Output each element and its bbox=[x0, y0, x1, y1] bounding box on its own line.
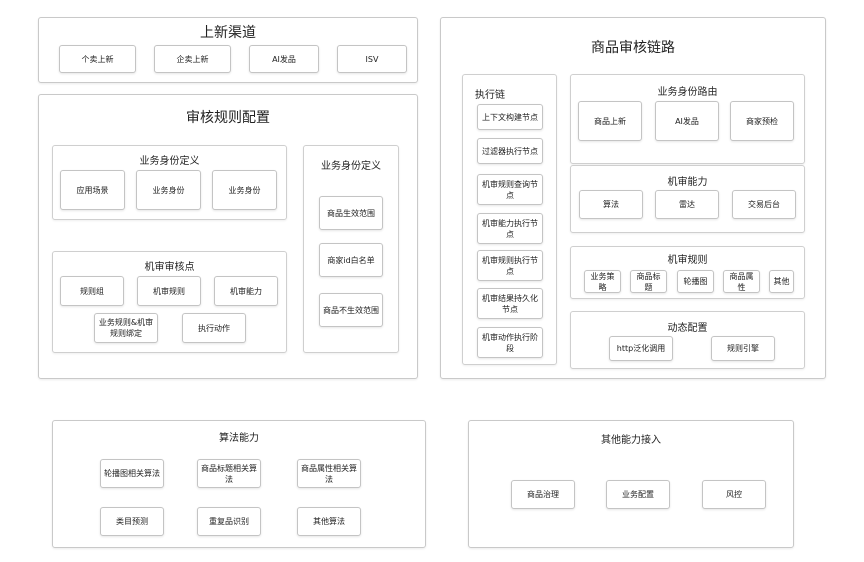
identity-business-identity[interactable]: 业务身份 bbox=[136, 170, 201, 210]
audit-point-audit-capability[interactable]: 机审能力 bbox=[214, 276, 278, 306]
audit-point-rule-binding[interactable]: 业务规则&机审规则绑定 bbox=[94, 313, 158, 343]
identity-def-right-group: 业务身份定义 商品生效范围 商家id白名单 商品不生效范围 bbox=[303, 145, 399, 353]
identity-def-right-title: 业务身份定义 bbox=[321, 161, 381, 172]
audit-points-title: 机审审核点 bbox=[144, 262, 195, 273]
capability-trade-backend[interactable]: 交易后台 bbox=[732, 190, 796, 219]
rules-config-panel: 审核规则配置 业务身份定义 应用场景 业务身份 业务身份 机审审核点 规则组 机… bbox=[38, 94, 418, 379]
audit-point-exec-action[interactable]: 执行动作 bbox=[182, 313, 246, 343]
route-goods-listing[interactable]: 商品上新 bbox=[578, 101, 642, 141]
exec-chain-group: 执行链 上下文构建节点 过滤器执行节点 机审规则查询节点 机审能力执行节点 机审… bbox=[462, 74, 557, 365]
exec-chain-title: 执行链 bbox=[475, 90, 505, 101]
audit-point-audit-rule[interactable]: 机审规则 bbox=[137, 276, 201, 306]
exec-node-rule-query[interactable]: 机审规则查询节点 bbox=[477, 174, 543, 205]
other-risk-control[interactable]: 风控 bbox=[702, 480, 766, 509]
route-ai-listing[interactable]: AI发品 bbox=[655, 101, 719, 141]
audit-chain-panel: 商品审核链路 执行链 上下文构建节点 过滤器执行节点 机审规则查询节点 机审能力… bbox=[440, 17, 826, 379]
dynamic-http-call[interactable]: http泛化调用 bbox=[609, 336, 673, 361]
routing-title: 业务身份路由 bbox=[657, 87, 718, 98]
dynamic-config-title: 动态配置 bbox=[667, 323, 708, 334]
exec-node-filter[interactable]: 过滤器执行节点 bbox=[477, 138, 543, 164]
other-capabilities-panel: 其他能力接入 商品治理 业务配置 风控 bbox=[468, 420, 794, 548]
scope-merchant-whitelist[interactable]: 商家id白名单 bbox=[319, 243, 383, 277]
audit-point-rule-group[interactable]: 规则组 bbox=[60, 276, 124, 306]
dynamic-config-group: 动态配置 http泛化调用 规则引擎 bbox=[570, 311, 805, 369]
capability-group: 机审能力 算法 雷达 交易后台 bbox=[570, 165, 805, 233]
rules-title: 机审规则 bbox=[667, 255, 708, 266]
other-business-config[interactable]: 业务配置 bbox=[606, 480, 670, 509]
other-goods-governance[interactable]: 商品治理 bbox=[511, 480, 575, 509]
scope-ineffective-goods[interactable]: 商品不生效范围 bbox=[319, 293, 383, 327]
capability-algorithm[interactable]: 算法 bbox=[579, 190, 643, 219]
scope-effective-goods[interactable]: 商品生效范围 bbox=[319, 196, 383, 230]
exec-node-rule-exec[interactable]: 机审规则执行节点 bbox=[477, 250, 543, 281]
rules-group: 机审规则 业务策略 商品标题 轮播图 商品属性 其他 bbox=[570, 246, 805, 299]
rule-business-strategy[interactable]: 业务策略 bbox=[584, 270, 621, 293]
algo-other[interactable]: 其他算法 bbox=[297, 507, 361, 536]
route-merchant-precheck[interactable]: 商家预检 bbox=[730, 101, 794, 141]
algorithms-panel: 算法能力 轮播图相关算法 商品标题相关算法 商品属性相关算法 类目预测 重复品识… bbox=[52, 420, 426, 548]
exec-node-result-persist[interactable]: 机审结果持久化节点 bbox=[477, 288, 543, 319]
identity-application-scene[interactable]: 应用场景 bbox=[60, 170, 125, 210]
exec-node-context-build[interactable]: 上下文构建节点 bbox=[477, 104, 543, 130]
audit-chain-title: 商品审核链路 bbox=[591, 40, 675, 56]
rule-other[interactable]: 其他 bbox=[769, 270, 794, 293]
channel-ai-listing[interactable]: AI发品 bbox=[249, 45, 319, 73]
channel-personal-listing[interactable]: 个卖上新 bbox=[59, 45, 136, 73]
rule-carousel[interactable]: 轮播图 bbox=[677, 270, 714, 293]
algo-goods-title[interactable]: 商品标题相关算法 bbox=[197, 459, 261, 488]
channels-panel: 上新渠道 个卖上新 企卖上新 AI发品 ISV bbox=[38, 17, 418, 83]
identity-business-identity-2[interactable]: 业务身份 bbox=[212, 170, 277, 210]
rule-goods-title[interactable]: 商品标题 bbox=[630, 270, 667, 293]
algorithms-title: 算法能力 bbox=[219, 433, 259, 444]
algo-carousel[interactable]: 轮播图相关算法 bbox=[100, 459, 164, 488]
capability-title: 机审能力 bbox=[667, 177, 708, 188]
exec-node-capability-exec[interactable]: 机审能力执行节点 bbox=[477, 213, 543, 244]
routing-group: 业务身份路由 商品上新 AI发品 商家预检 bbox=[570, 74, 805, 164]
channel-enterprise-listing[interactable]: 企卖上新 bbox=[154, 45, 231, 73]
algo-category-predict[interactable]: 类目预测 bbox=[100, 507, 164, 536]
rule-goods-attribute[interactable]: 商品属性 bbox=[723, 270, 760, 293]
algo-duplicate-detect[interactable]: 重复品识别 bbox=[197, 507, 261, 536]
capability-radar[interactable]: 雷达 bbox=[655, 190, 719, 219]
audit-points-group: 机审审核点 规则组 机审规则 机审能力 业务规则&机审规则绑定 执行动作 bbox=[52, 251, 287, 353]
other-capabilities-title: 其他能力接入 bbox=[601, 435, 661, 446]
rules-config-title: 审核规则配置 bbox=[186, 110, 270, 126]
identity-def-title: 业务身份定义 bbox=[139, 156, 200, 167]
channel-isv[interactable]: ISV bbox=[337, 45, 407, 73]
dynamic-rule-engine[interactable]: 规则引擎 bbox=[711, 336, 775, 361]
algo-goods-attribute[interactable]: 商品属性相关算法 bbox=[297, 459, 361, 488]
identity-def-group: 业务身份定义 应用场景 业务身份 业务身份 bbox=[52, 145, 287, 220]
exec-node-action-exec[interactable]: 机审动作执行阶段 bbox=[477, 327, 543, 358]
channels-title: 上新渠道 bbox=[200, 25, 256, 41]
